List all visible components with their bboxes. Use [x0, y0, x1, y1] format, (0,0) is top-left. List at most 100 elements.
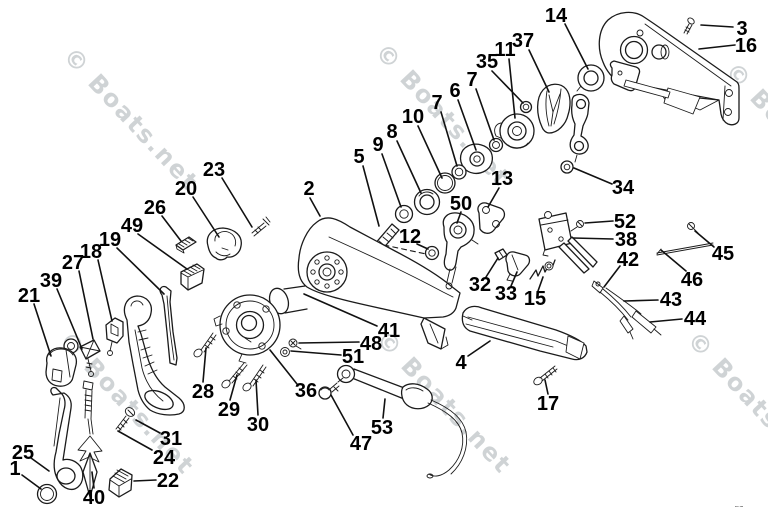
callout-label-27: 27: [62, 252, 84, 274]
callout-label-3: 3: [736, 18, 747, 40]
leader-line-11: [508, 58, 516, 119]
small-grommet-drawing: [544, 261, 554, 271]
callout-label-21: 21: [18, 285, 40, 307]
part-53-arm-drawing: [336, 364, 468, 479]
leader-line-37: [528, 49, 550, 93]
callout-label-7: 7: [466, 69, 477, 91]
leader-line-44: [649, 318, 683, 323]
leader-line-28: [202, 347, 207, 383]
callout-label-28: 28: [192, 381, 214, 403]
part-8-bushing-drawing: [413, 188, 441, 216]
callout-label-42: 42: [617, 249, 639, 271]
shift-lever-drawing: [123, 295, 185, 416]
leader-line-43: [623, 299, 659, 302]
part-14-grommet-drawing: [576, 64, 605, 92]
part-1-oring-drawing: [36, 483, 58, 505]
part-26-block-drawing: [175, 236, 197, 254]
leader-line-50: [456, 211, 462, 224]
callout-label-36: 36: [295, 380, 317, 402]
callout-label-22: 22: [157, 470, 179, 492]
callout-label-41: 41: [378, 320, 400, 342]
callout-label-20: 20: [175, 178, 197, 200]
part-30-screw-drawing: [242, 364, 267, 392]
leader-line-47: [330, 394, 354, 436]
part-36-disc-drawing: [213, 294, 281, 364]
leader-line-20: [192, 196, 220, 238]
part-31-24-screw-drawing: [115, 407, 136, 432]
leader-line-15: [537, 276, 544, 292]
part-22-block-drawing: [108, 468, 133, 498]
leader-line-2: [309, 197, 321, 217]
leader-line-22: [133, 479, 157, 482]
part-38-switch-drawing: [538, 211, 573, 257]
part-47-screw-drawing: [318, 377, 344, 400]
watermark-text-0: © Boats.net: [58, 42, 205, 196]
callout-label-24: 24: [153, 447, 176, 469]
leader-line-7: [475, 88, 495, 141]
callout-label-2: 2: [303, 178, 314, 200]
callout-label-14: 14: [545, 5, 568, 27]
callout-label-23: 23: [203, 159, 225, 181]
part-25-lever-drawing: [50, 386, 84, 491]
watermark-text-5: © Boats.net: [682, 326, 768, 480]
callout-label-45: 45: [712, 243, 734, 265]
callout-label-5: 5: [353, 146, 364, 168]
callout-label-49: 49: [121, 215, 143, 237]
part-50-cam-drawing: [442, 212, 479, 290]
callout-label-6: 6: [449, 80, 460, 102]
part-28-screw-drawing: [193, 332, 217, 358]
leader-line-41: [303, 293, 378, 327]
part-7-ring-lower-drawing: [451, 164, 467, 180]
leader-line-16: [698, 44, 736, 50]
callout-label-30: 30: [247, 414, 269, 436]
part-3-bolt-drawing: [683, 17, 695, 35]
callout-label-10: 10: [402, 106, 424, 128]
leader-line-7: [440, 111, 458, 167]
leader-line-30: [255, 379, 259, 416]
leader-line-23: [221, 177, 253, 228]
callout-label-43: 43: [660, 289, 682, 311]
leader-line-25: [30, 457, 50, 472]
leader-line-29: [229, 374, 238, 401]
part-35-ring-drawing: [519, 100, 533, 114]
callout-label-17: 17: [537, 393, 559, 415]
part-40-dart-drawing: [77, 435, 103, 498]
callout-label-12: 12: [399, 226, 421, 248]
part-20-clamp-drawing: [206, 227, 242, 261]
leader-line-4: [467, 340, 491, 357]
callout-label-38: 38: [615, 229, 637, 251]
part-12-washer-drawing: [383, 244, 440, 261]
part-2-housing-drawing: [268, 217, 461, 350]
part-16-bracket-drawing: [598, 11, 740, 126]
part-34-nut-drawing: [560, 160, 574, 174]
callout-label-8: 8: [386, 121, 397, 143]
callout-label-11: 11: [494, 39, 515, 61]
leader-line-31: [135, 419, 161, 434]
part-7-ring-upper-drawing: [488, 137, 504, 153]
part-19-strap-drawing: [159, 285, 178, 366]
callout-label-9: 9: [372, 134, 383, 156]
leader-line-27: [78, 270, 94, 340]
part-9-bearing-drawing: [394, 204, 414, 224]
leader-line-40: [91, 471, 95, 489]
part-13-plate-drawing: [477, 202, 506, 234]
leader-line-33: [510, 271, 518, 287]
part-27-bracket-drawing: [79, 339, 101, 377]
callout-label-39: 39: [40, 270, 62, 292]
leader-line-32: [485, 257, 499, 278]
callout-label-31: 31: [160, 428, 182, 450]
part-49-block-drawing: [180, 263, 205, 291]
leader-line-1: [21, 474, 42, 490]
leader-line-46: [660, 249, 687, 272]
leader-line-8: [396, 140, 422, 194]
callout-label-51: 51: [342, 346, 364, 368]
part-29-screw-drawing: [221, 362, 248, 389]
leader-line-51: [290, 350, 342, 356]
leader-line-34: [573, 167, 613, 185]
part-link-arm-drawing: [569, 93, 590, 163]
corner-part-code: ……: [735, 502, 744, 509]
callout-label-7: 7: [431, 92, 442, 114]
callout-label-26: 26: [144, 197, 166, 219]
leader-line-36: [269, 349, 298, 385]
